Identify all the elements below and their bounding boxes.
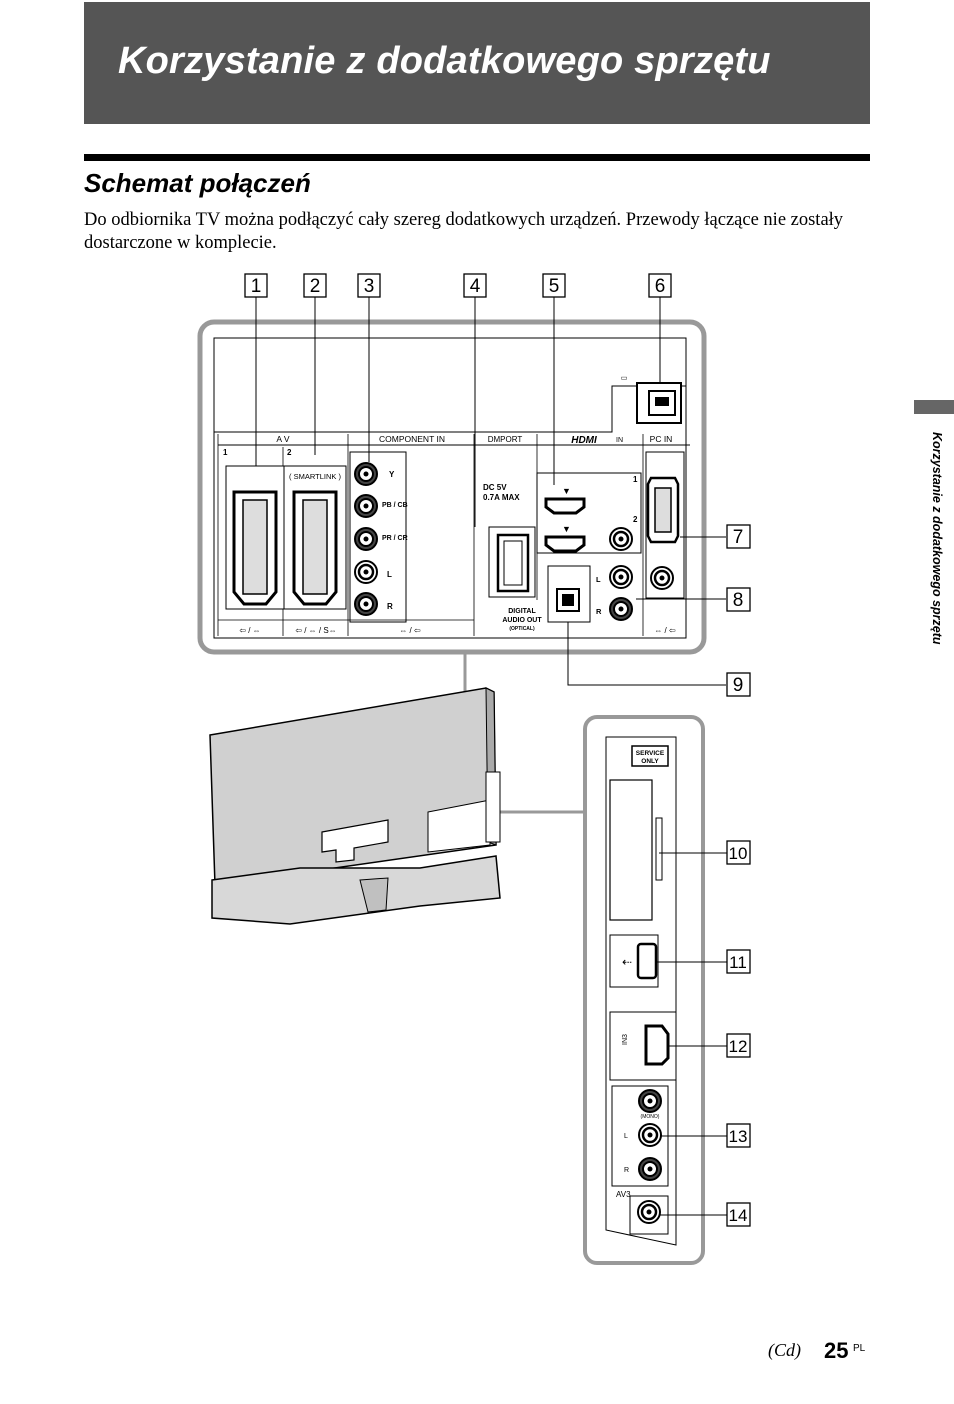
svg-text:Y: Y [389,470,395,479]
svg-text:6: 6 [655,276,666,297]
svg-text:HDMI: HDMI [571,435,597,446]
callout-13: 13 [726,1123,751,1148]
svg-text:14: 14 [729,1206,748,1225]
title-banner: Korzystanie z dodatkowego sprzętu [84,2,870,124]
callout-10: 10 [726,840,751,865]
side-tab-marker [914,400,954,414]
svg-text:▼: ▼ [562,486,571,496]
component-in-label: COMPONENT IN [379,434,445,444]
svg-text:SERVICE: SERVICE [636,750,665,757]
svg-text:⇔ / ⇦: ⇔ / ⇦ [654,626,676,635]
svg-text:AUDIO OUT: AUDIO OUT [502,617,542,624]
hdmi-3-port: (Cd) IN3 [609,1011,677,1081]
callout-11: 11 [726,949,751,974]
scart-av1 [225,465,285,610]
svg-text:PR / CR: PR / CR [382,535,408,542]
svg-text:⇔ / ⇦: ⇔ / ⇦ [399,626,421,635]
cam-slot [609,779,663,921]
svg-text:PB / CB: PB / CB [382,502,408,509]
svg-text:2: 2 [633,515,638,524]
svg-text:IN3: IN3 [622,1034,629,1045]
av3-jacks: (MONO) L R AV3 [611,1085,669,1199]
callout-4: 4 [463,273,487,298]
hdmi-1-port: ▼ [544,486,586,515]
usb-port: ⇠ [609,934,659,988]
service-only-label: SERVICE ONLY [631,745,669,767]
callout-1: 1 [244,273,268,298]
svg-text:13: 13 [729,1127,748,1146]
av-label: A V [276,434,290,444]
callout-5: 5 [542,273,566,298]
callout-3: 3 [357,273,381,298]
continued-label: (Cd) [768,1340,801,1360]
svg-text:7: 7 [733,527,744,548]
svg-text:R: R [624,1167,629,1174]
svg-text:⇦ / ⇔ / S⇔: ⇦ / ⇔ / S⇔ [295,626,336,635]
svg-text:10: 10 [729,844,748,863]
svg-text:2: 2 [310,276,321,297]
dmport-connector [488,526,536,598]
callout-6: 6 [648,273,672,298]
svg-text:▼: ▼ [562,524,571,534]
callout-12: 12 [726,1033,751,1058]
svg-text:1: 1 [251,276,262,297]
section-rule [84,154,870,161]
vga-port [646,476,680,544]
svg-text:12: 12 [729,1037,748,1056]
svg-text:4: 4 [470,276,481,297]
svg-text:1: 1 [223,448,228,457]
svg-text:L: L [387,570,392,579]
callout-14: 14 [726,1202,751,1227]
pc-in-label: PC IN [650,434,673,444]
callout-9: 9 [726,672,751,697]
callout-8: 8 [726,587,751,612]
callout-2: 2 [303,273,327,298]
svg-text:L: L [624,1133,628,1140]
svg-text:⇠: ⇠ [622,955,632,969]
svg-text:L: L [596,575,601,584]
page-language: PL [853,1343,866,1354]
page-title: Korzystanie z dodatkowego sprzętu [118,40,771,82]
dmport-label: DMPORT [488,435,523,444]
page-number: 25 [824,1338,849,1363]
svg-text:AV3: AV3 [616,1190,631,1199]
svg-text:0.7A MAX: 0.7A MAX [483,493,520,502]
svg-text:9: 9 [733,675,744,696]
svg-text:DIGITAL: DIGITAL [508,608,536,615]
section-title: Schemat połączeń [84,168,311,198]
svg-text:2: 2 [287,448,292,457]
hdmi-2-port: ▼ [544,524,586,553]
lan-port: ▭ [621,375,682,424]
svg-text:R: R [387,602,393,611]
svg-text:R: R [596,607,602,616]
side-tab-label: Korzystanie z dodatkowego sprzętu [930,432,944,645]
svg-text:▭: ▭ [621,375,628,382]
tv-back-illustration [209,687,501,925]
scart-av2: ( SMARTLINK ) [283,465,347,610]
callout-7: 7 [726,524,751,549]
svg-text:5: 5 [549,276,560,297]
svg-text:IN: IN [616,437,623,444]
svg-text:3: 3 [364,276,375,297]
svg-text:DC 5V: DC 5V [483,483,507,492]
svg-text:ONLY: ONLY [641,758,659,765]
intro-paragraph: Do odbiornika TV można podłączyć cały sz… [84,210,844,253]
svg-text:1: 1 [633,475,638,484]
svg-text:(OPTICAL): (OPTICAL) [509,626,535,632]
svg-text:8: 8 [733,590,744,611]
svg-text:(MONO): (MONO) [641,1114,660,1120]
svg-text:11: 11 [729,953,747,972]
optical-out [556,588,580,612]
svg-text:( SMARTLINK ): ( SMARTLINK ) [289,472,341,481]
svg-text:⇦ / ⇔: ⇦ / ⇔ [239,626,260,635]
